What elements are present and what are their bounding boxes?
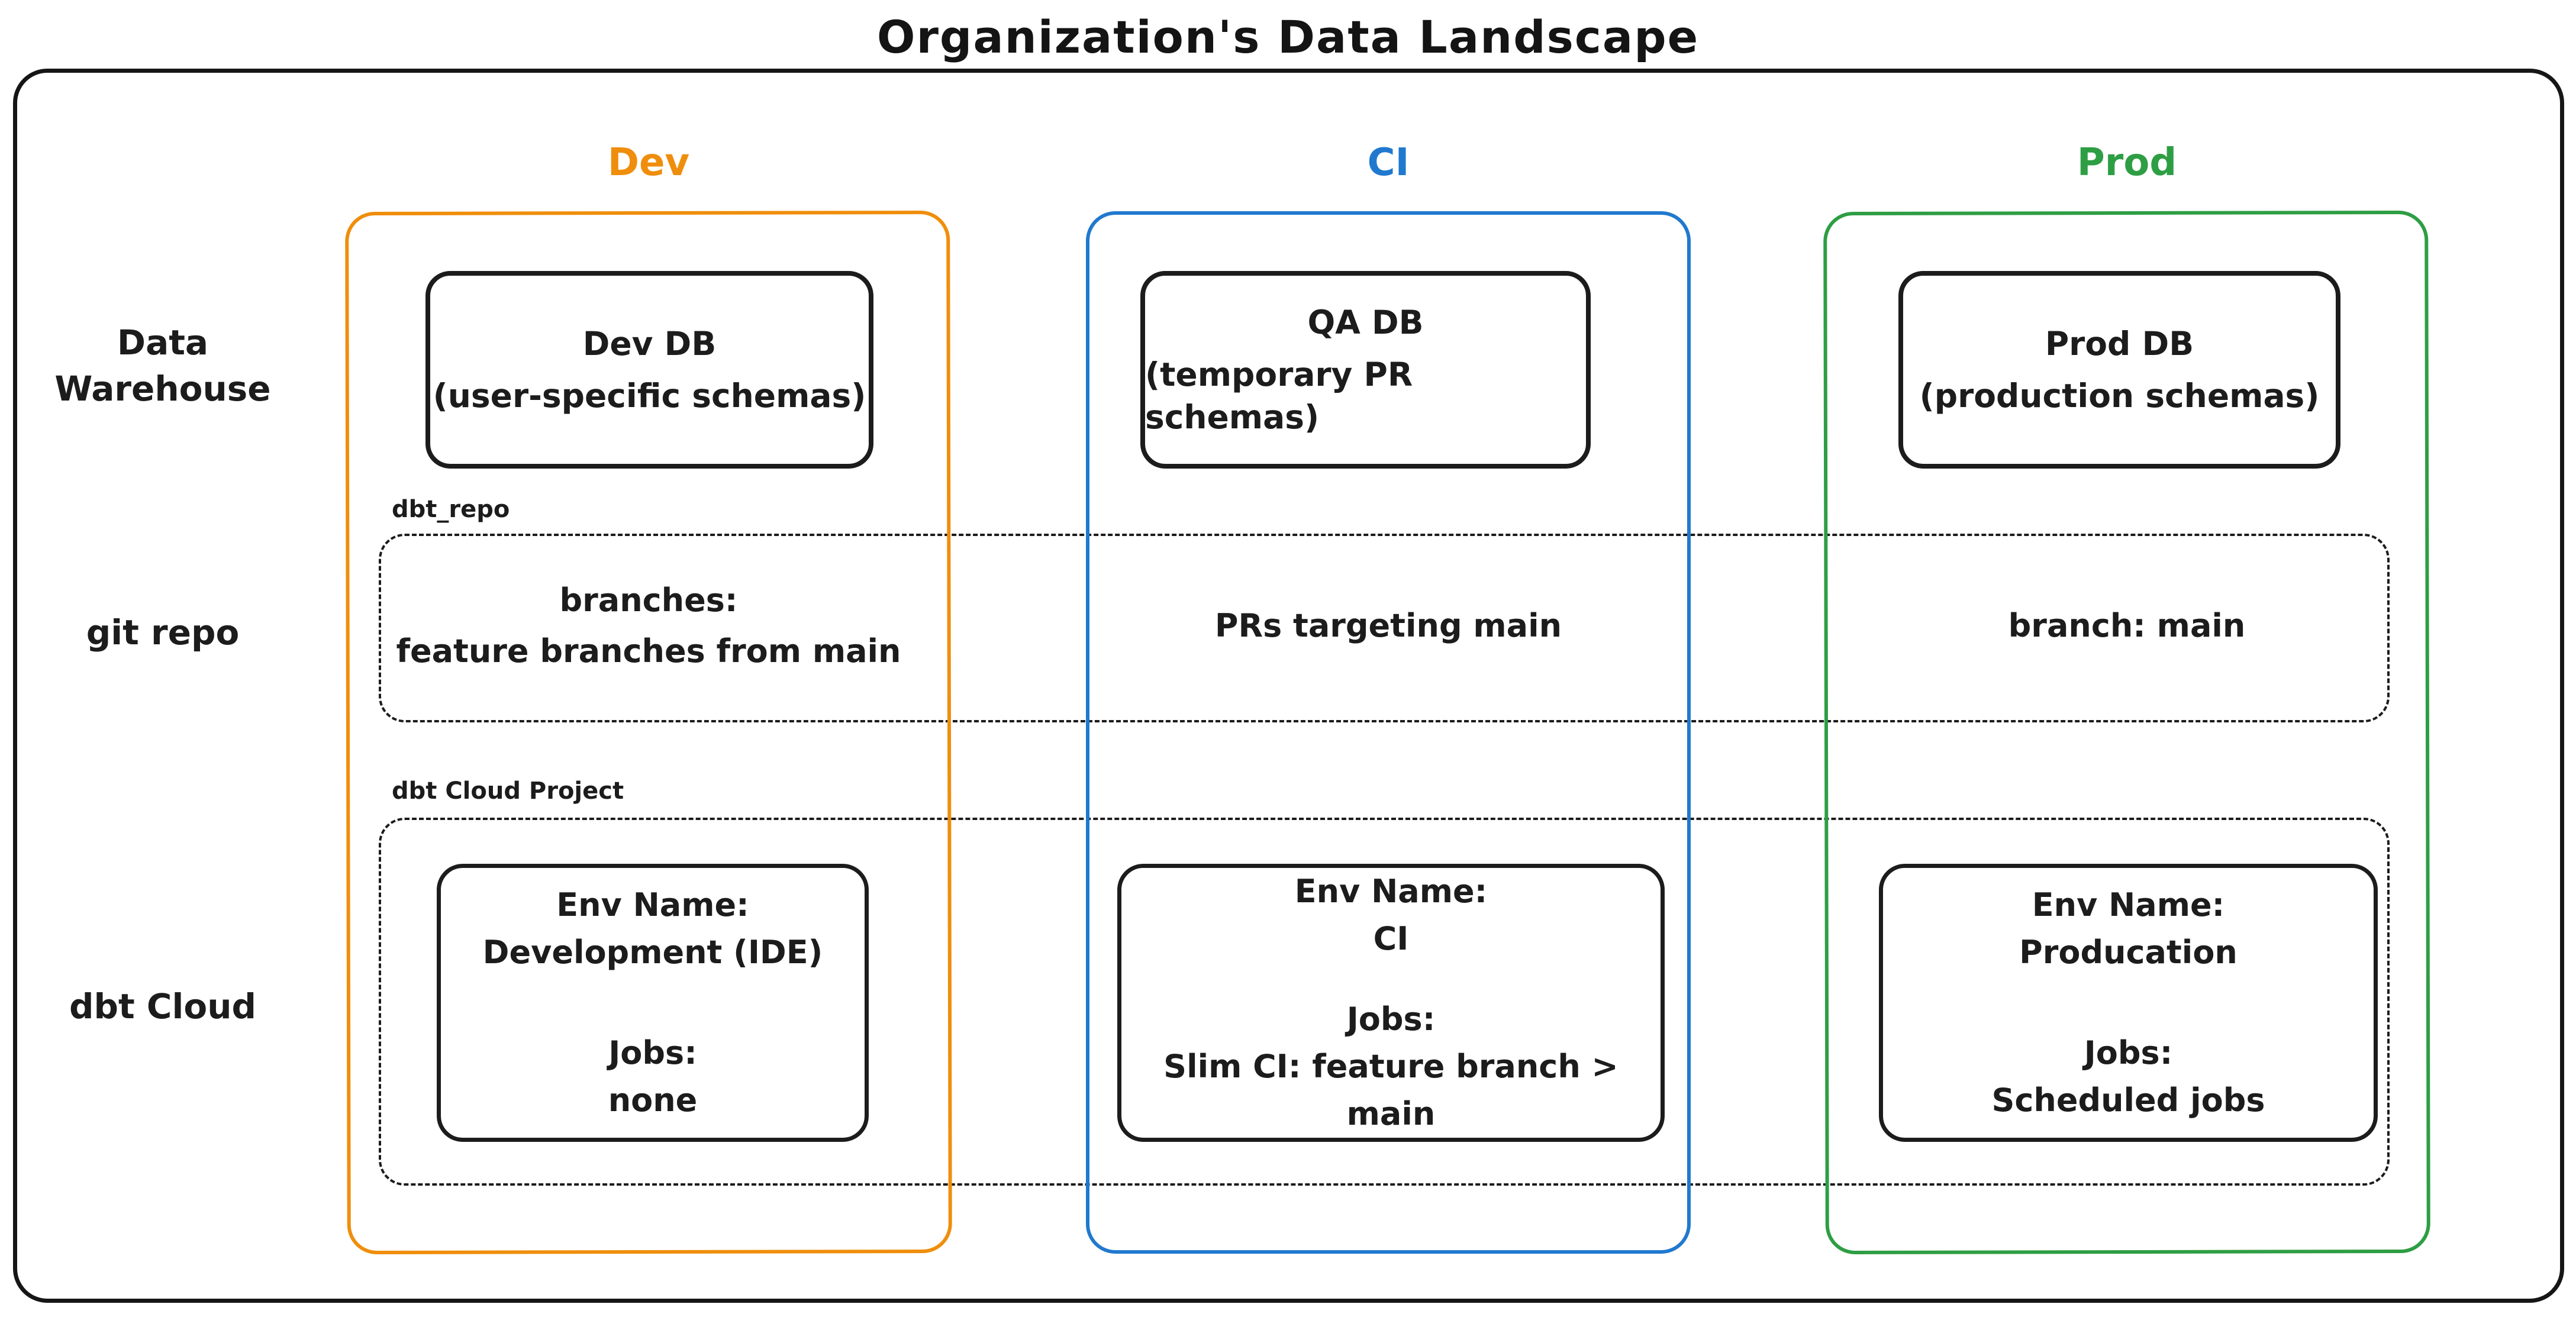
row-label-git-repo: git repo	[86, 612, 240, 653]
column-header-dev: Dev	[607, 141, 690, 185]
git-dev-line2: feature branches from main	[396, 632, 901, 670]
dbt-repo-band-label: dbt_repo	[392, 496, 510, 523]
dev-db-detail: (user-specific schemas)	[433, 377, 866, 415]
env-ci-name-label: Env Name:	[1294, 873, 1488, 910]
git-dev-line1: branches:	[559, 581, 738, 619]
git-cell-dev: branches: feature branches from main	[346, 534, 951, 718]
env-dev-name-label: Env Name:	[556, 886, 749, 924]
outer-container-frame	[13, 69, 2564, 1303]
env-ci-name-value: CI	[1373, 920, 1409, 957]
env-prod-name-label: Env Name:	[2032, 886, 2225, 924]
git-cell-ci: PRs targeting main	[1086, 534, 1691, 718]
column-header-prod: Prod	[2077, 141, 2177, 185]
env-dev-jobs-value: none	[608, 1082, 698, 1119]
env-dev-name-value: Development (IDE)	[482, 934, 823, 971]
git-prod-text: branch: main	[2008, 606, 2246, 644]
box-qa-db: QA DB (temporary PR schemas)	[1140, 271, 1591, 469]
qa-db-name: QA DB	[1307, 304, 1424, 341]
box-prod-db: Prod DB (production schemas)	[1898, 271, 2340, 469]
qa-db-detail: (temporary PR schemas)	[1145, 356, 1413, 436]
git-ci-text: PRs targeting main	[1214, 606, 1562, 644]
box-dev-db: Dev DB (user-specific schemas)	[425, 271, 873, 469]
dbt-repo-band-frame	[379, 534, 2390, 722]
env-ci-jobs-label: Jobs:	[1346, 1000, 1436, 1038]
env-ci-jobs-value: Slim CI: feature branch > main	[1163, 1048, 1619, 1132]
dbt-cloud-project-band-frame	[379, 818, 2390, 1186]
row-label-data-warehouse-line2: Warehouse	[54, 369, 271, 409]
row-label-data-warehouse: Data Warehouse	[24, 319, 302, 412]
prod-db-detail: (production schemas)	[1919, 377, 2320, 415]
dev-db-name: Dev DB	[582, 325, 717, 363]
prod-db-name: Prod DB	[2045, 325, 2194, 363]
box-env-prod: Env Name: Producation Jobs: Scheduled jo…	[1879, 864, 2378, 1142]
env-dev-jobs-label: Jobs:	[608, 1034, 697, 1071]
row-label-data-warehouse-line1: Data	[117, 322, 209, 363]
git-cell-prod: branch: main	[1824, 534, 2429, 718]
box-env-ci: Env Name: CI Jobs: Slim CI: feature bran…	[1117, 864, 1665, 1142]
env-prod-jobs-value: Scheduled jobs	[1991, 1082, 2265, 1119]
env-prod-name-value: Producation	[2019, 934, 2238, 971]
dbt-cloud-project-band-label: dbt Cloud Project	[392, 777, 624, 805]
env-prod-jobs-label: Jobs:	[2084, 1034, 2173, 1071]
column-frame-ci	[1086, 211, 1691, 1254]
box-env-dev: Env Name: Development (IDE) Jobs: none	[437, 864, 869, 1142]
column-header-ci: CI	[1367, 141, 1410, 185]
row-label-dbt-cloud: dbt Cloud	[69, 986, 257, 1027]
diagram-title: Organization's Data Landscape	[876, 11, 1700, 63]
